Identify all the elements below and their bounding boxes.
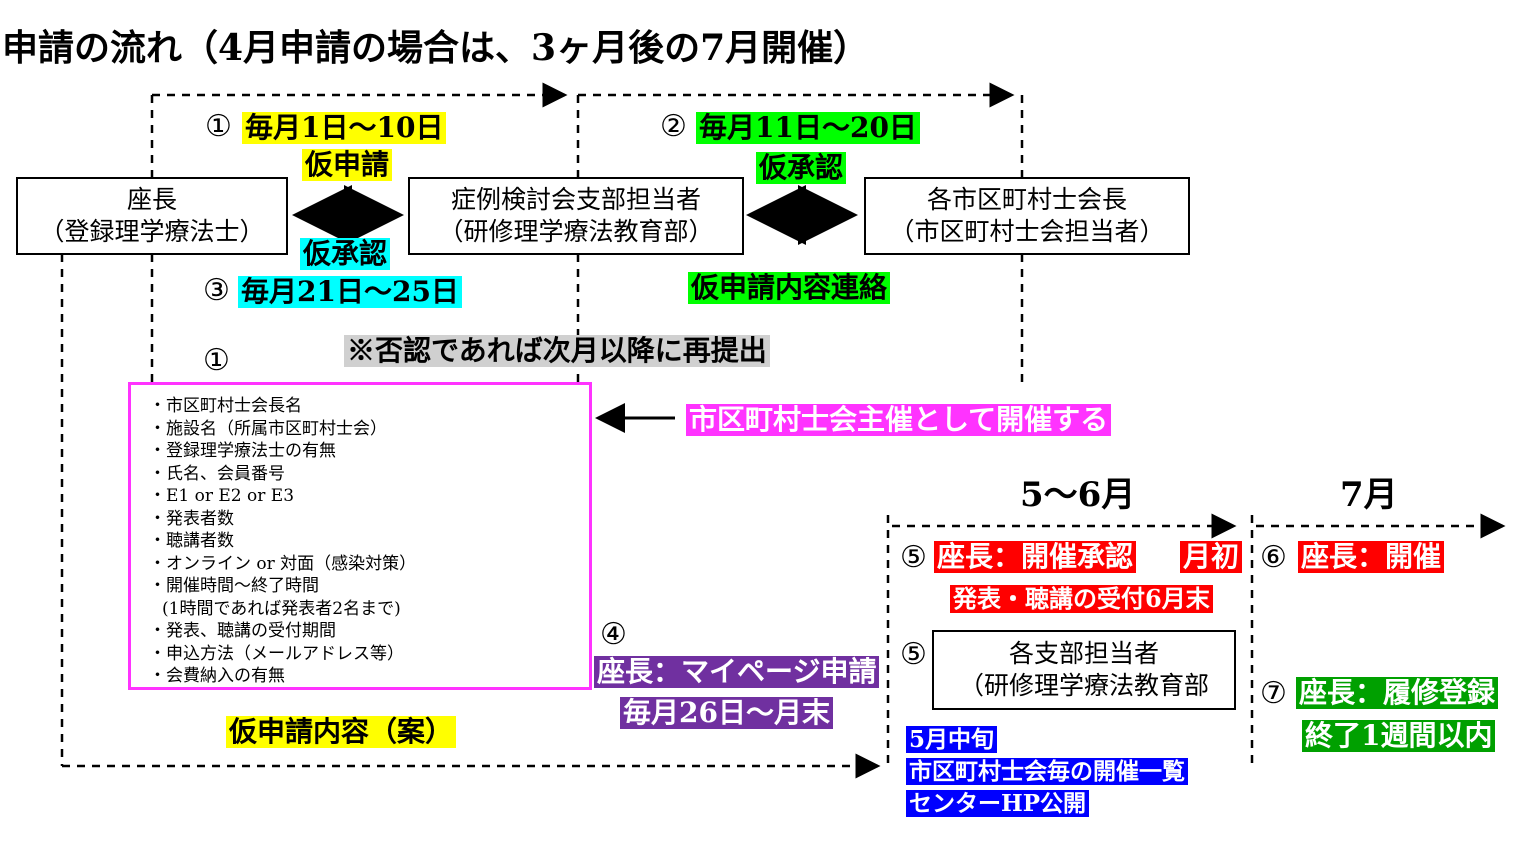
step7-subtext: 終了1週間以内 xyxy=(1302,720,1496,752)
hp-public-label: センターHP公開 xyxy=(906,790,1090,817)
list-item: 申込方法（メールアドレス等） xyxy=(149,643,589,666)
branch-title: 症例検討会支部担当者 xyxy=(450,184,701,214)
list-item: オンライン or 対面（感染対策） xyxy=(149,553,589,576)
step3-date: 毎月21日～25日 xyxy=(238,276,462,308)
list-item: 登録理学療法士の有無 xyxy=(149,440,589,463)
step5-subtext: 発表・聴講の受付6月末 xyxy=(950,585,1213,613)
step2-date: 毎月11日～20日 xyxy=(696,112,920,144)
month-7-heading: 7月 xyxy=(1340,475,1398,515)
city-box: 各市区町村士会長 （市区町村士会担当者） xyxy=(864,177,1190,255)
step1-number: ① xyxy=(205,109,232,144)
chair-subtitle: （登録理学療法士） xyxy=(39,217,265,246)
draft-label: 仮申請内容（案） xyxy=(226,716,457,748)
mid-may-label: 5月中旬 xyxy=(906,726,998,753)
month-5-6-heading: 5～6月 xyxy=(1020,475,1136,515)
dept-title: 各支部担当者 xyxy=(1008,638,1159,668)
step3-number: ③ xyxy=(203,273,230,308)
city-subtitle: （市区町村士会担当者） xyxy=(889,217,1165,246)
step2-label: 仮承認 xyxy=(756,152,847,184)
step6-label: 座長：開催 xyxy=(1298,541,1445,573)
dept-box: 各支部担当者 （研修理学療法教育部 xyxy=(932,630,1236,710)
step4-date: 毎月26日～月末 xyxy=(620,697,833,729)
application-items-box: 市区町村士会長名 施設名（所属市区町村士会） 登録理学療法士の有無 氏名、会員番… xyxy=(128,382,592,690)
list-public-label: 市区町村士会毎の開催一覧 xyxy=(906,758,1188,785)
step6-number: ⑥ xyxy=(1260,540,1287,575)
application-items-list: 市区町村士会長名 施設名（所属市区町村士会） 登録理学療法士の有無 氏名、会員番… xyxy=(149,395,589,688)
list-item: (1時間であれば発表者2名まで) xyxy=(162,598,401,619)
list-item: 施設名（所属市区町村士会） xyxy=(149,418,589,441)
step7-label: 座長：履修登録 xyxy=(1296,677,1499,709)
step1-label: 仮申請 xyxy=(302,149,393,181)
list-item: 聴講者数 xyxy=(149,530,589,553)
step5-tag: 月初 xyxy=(1180,541,1243,573)
list-item: 発表、聴講の受付期間 xyxy=(149,620,589,643)
list-item: 開催時間～終了時間 xyxy=(149,575,589,598)
step7-number: ⑦ xyxy=(1260,676,1287,711)
step4-label: 座長：マイページ申請 xyxy=(594,656,880,688)
chair-box: 座長 （登録理学療法士） xyxy=(16,177,288,255)
step4-number: ④ xyxy=(600,617,627,652)
reject-note: ※否認であれば次月以降に再提出 xyxy=(344,335,770,367)
list-item: E1 or E2 or E3 xyxy=(149,485,589,508)
city-contact-label: 仮申請内容連絡 xyxy=(688,272,891,304)
chair-title: 座長 xyxy=(126,184,177,214)
step1-date: 毎月1日～10日 xyxy=(242,112,447,144)
step5b-number: ⑤ xyxy=(900,637,927,672)
dept-subtitle: （研修理学療法教育部 xyxy=(958,671,1209,700)
list-item: 会費納入の有無 xyxy=(149,665,589,688)
branch-subtitle: （研修理学療法教育部） xyxy=(438,217,714,246)
host-note: 市区町村士会主催として開催する xyxy=(686,404,1112,436)
step5-label: 座長：開催承認 xyxy=(934,541,1137,573)
list-item: 発表者数 xyxy=(149,508,589,531)
list-number: ① xyxy=(203,343,230,378)
step5-number: ⑤ xyxy=(900,540,927,575)
branch-box: 症例検討会支部担当者 （研修理学療法教育部） xyxy=(408,177,744,255)
list-item: 氏名、会員番号 xyxy=(149,463,589,486)
city-title: 各市区町村士会長 xyxy=(926,184,1127,214)
step2-number: ② xyxy=(660,109,687,144)
page-title: 申請の流れ（4月申請の場合は、3ヶ月後の7月開催） xyxy=(2,27,870,69)
step3-label: 仮承認 xyxy=(300,238,391,270)
list-item: 市区町村士会長名 xyxy=(149,395,589,418)
